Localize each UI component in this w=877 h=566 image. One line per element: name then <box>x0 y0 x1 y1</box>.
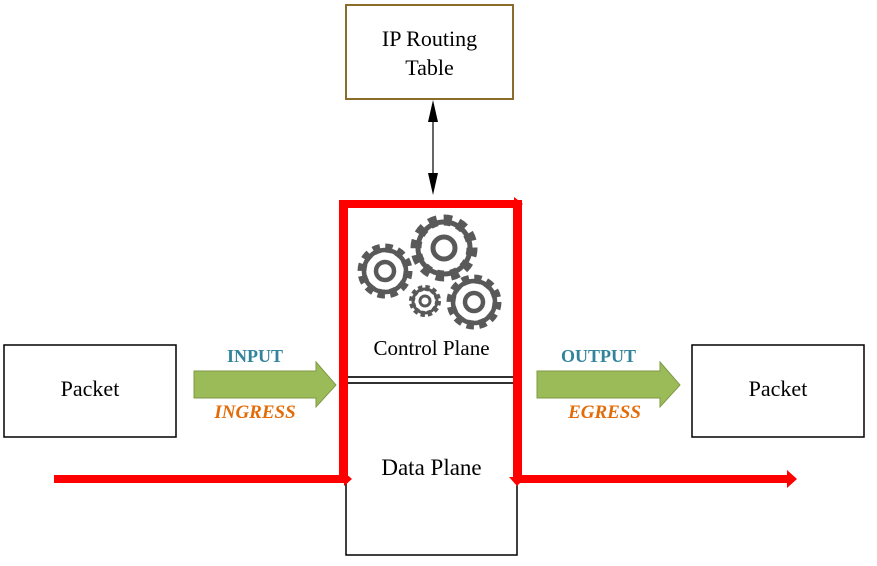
output-packet-label: Packet <box>748 376 808 401</box>
routing-table-label-line1: IP Routing <box>381 26 478 51</box>
egress-arrow <box>536 360 681 409</box>
routing-table-box <box>345 4 514 100</box>
gear-icon <box>357 243 413 299</box>
gear-icon <box>409 285 441 317</box>
gear-icon <box>446 274 502 330</box>
routing-table-label-line2: Table <box>405 55 454 80</box>
input-packet-box <box>3 344 177 438</box>
ingress-arrow <box>193 360 337 409</box>
output-packet-box <box>691 344 865 438</box>
gear-icon <box>410 214 478 282</box>
gears-group <box>357 214 502 330</box>
egress-label: EGRESS <box>568 402 641 423</box>
routing-lookup-arrow <box>428 100 438 195</box>
data-plane-label: Data Plane <box>381 455 482 480</box>
ingress-label: INGRESS <box>214 402 296 423</box>
routing-table-label: IP Routing Table <box>346 24 513 82</box>
packet-path <box>54 197 797 488</box>
input-packet-label: Packet <box>60 376 120 401</box>
input-label: INPUT <box>226 346 283 366</box>
output-label: OUTPUT <box>560 346 636 366</box>
control-plane-label: Control Plane <box>373 336 490 360</box>
